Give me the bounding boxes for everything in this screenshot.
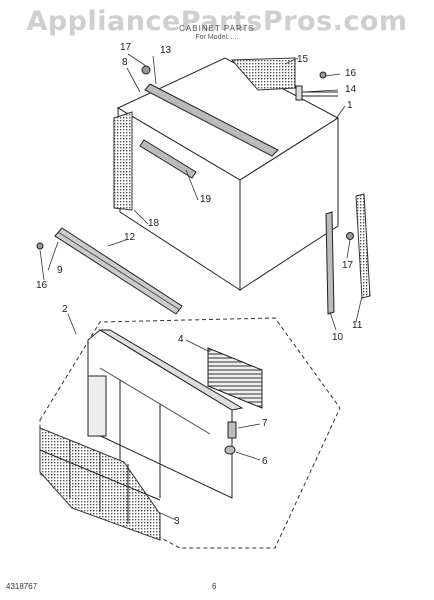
top-rail — [144, 83, 279, 157]
screw-group — [36, 65, 354, 250]
rear-bracket — [295, 85, 338, 101]
callout-1: 1 — [347, 100, 353, 111]
callout-13: 13 — [160, 45, 172, 56]
side-rail-right — [355, 193, 371, 299]
front-grille — [39, 427, 161, 541]
diagram-subtitle: For Model: .... — [195, 34, 239, 41]
side-rail-left — [325, 211, 335, 315]
callout-17-top: 17 — [120, 42, 132, 53]
callout-14: 14 — [345, 84, 357, 95]
front-rail — [54, 227, 183, 315]
diagram-title: CABINET PARTS — [179, 24, 255, 33]
cabinet-body — [113, 57, 339, 291]
leader-lines — [39, 53, 363, 521]
page-number: 6 — [212, 582, 217, 591]
part-number: 4318767 — [6, 582, 38, 591]
rear-screen — [230, 57, 296, 91]
callout-18: 18 — [148, 218, 160, 229]
callout-3: 3 — [174, 516, 180, 527]
callout-8: 8 — [122, 57, 128, 68]
inner-rail — [139, 139, 197, 179]
front-panel-assembly-outline — [39, 317, 341, 549]
callout-6: 6 — [262, 456, 268, 467]
callout-16-left: 16 — [36, 280, 48, 291]
control-grille — [207, 347, 263, 409]
small-parts — [224, 421, 237, 455]
watermark: AppliancePartsPros.com — [26, 6, 408, 37]
callout-17-right: 17 — [342, 260, 354, 271]
callout-19: 19 — [200, 194, 212, 205]
front-panel-frame — [87, 329, 244, 499]
callout-10: 10 — [332, 332, 344, 343]
callout-11: 11 — [352, 320, 363, 331]
callout-4: 4 — [178, 334, 184, 345]
callout-9: 9 — [57, 265, 63, 276]
callout-12: 12 — [124, 232, 136, 243]
callout-15: 15 — [297, 54, 309, 65]
callout-16-top: 16 — [345, 68, 357, 79]
callout-7: 7 — [262, 418, 268, 429]
callout-2: 2 — [62, 304, 68, 315]
